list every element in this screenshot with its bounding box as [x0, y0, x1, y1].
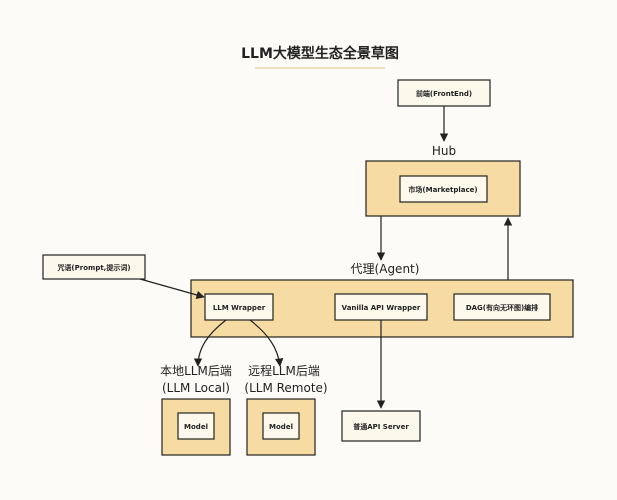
- hub-label: Hub: [432, 144, 456, 158]
- dag-box: [453, 293, 551, 321]
- prompt-label: 咒语(Prompt,提示词): [57, 263, 130, 272]
- remote-backend-title: 远程LLM后端: [248, 363, 320, 378]
- llm-wrapper-label: LLM Wrapper: [213, 304, 266, 312]
- remote-backend-subtitle: (LLM Remote): [244, 381, 327, 395]
- vanilla-api-wrapper-label: Vanilla API Wrapper: [342, 304, 421, 312]
- api-server-box: [341, 410, 421, 442]
- dag-label: DAG(有向无环图)编排: [466, 303, 538, 312]
- remote-model-box: [262, 412, 300, 440]
- arrow-prompt-to-llm-wrapper: [139, 278, 205, 299]
- local-model-outer-box: [161, 398, 231, 456]
- page-title: LLM大模型生态全景草图: [241, 45, 399, 62]
- local-backend-subtitle: (LLM Local): [162, 381, 230, 395]
- local-model-box: [177, 412, 215, 440]
- prompt-box: [42, 254, 146, 280]
- vanilla-api-wrapper-box: [334, 293, 428, 321]
- marketplace-box: [399, 175, 488, 203]
- arrow-llm-wrapper-to-remote: [249, 319, 284, 367]
- local-backend-title: 本地LLM后端: [160, 364, 232, 378]
- frontend-label: 前端(FrontEnd): [416, 89, 472, 98]
- agent-label: 代理(Agent): [351, 262, 420, 276]
- marketplace-label: 市场(Marketplace): [408, 185, 477, 194]
- local-model-label: Model: [184, 423, 208, 431]
- remote-model-label: Model: [269, 423, 293, 431]
- arrow-llm-wrapper-to-local: [193, 319, 227, 367]
- api-server-label: 普通API Server: [353, 422, 409, 431]
- llm-wrapper-box: [204, 293, 274, 321]
